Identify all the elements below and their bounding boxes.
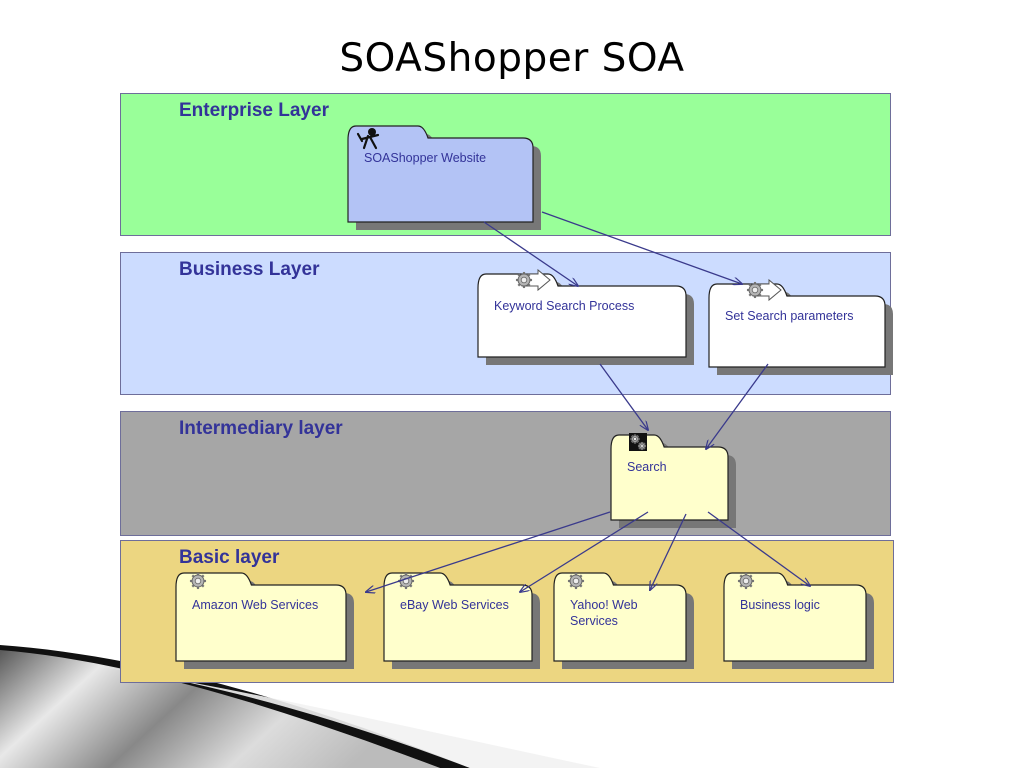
connector-arrow-2 (599, 363, 648, 430)
node-amazon-box (175, 572, 347, 662)
connector-arrow-7 (707, 511, 810, 586)
node-search-box (610, 434, 729, 521)
node-setparams-label-0: Set Search parameters (725, 309, 854, 323)
node-website-label-0: SOAShopper Website (364, 151, 486, 165)
connector-arrow-6 (650, 513, 687, 590)
node-setparams-box (708, 283, 886, 368)
node-bizlogic-gear-icon (737, 572, 755, 590)
node-ebay-gear-icon (397, 572, 415, 590)
node-setparams-gear-arrow-icon-gear (746, 281, 764, 299)
node-yahoo-gear-icon (567, 572, 585, 590)
node-yahoo-box (553, 572, 687, 662)
node-search: Search (610, 433, 736, 528)
node-search-label-0: Search (627, 460, 667, 474)
connector-arrow-5 (520, 511, 649, 592)
node-setparams: Set Search parameters (708, 278, 893, 375)
node-website: SOAShopper Website (347, 125, 541, 230)
node-setparams-gear-arrow-icon (746, 278, 782, 302)
connector-arrow-1 (541, 211, 742, 284)
connector-arrow-4 (366, 511, 611, 592)
node-keyword-box (477, 273, 687, 358)
enterprise-layer-label: Enterprise Layer (179, 100, 329, 121)
node-yahoo-label-1: Services (570, 614, 618, 628)
node-keyword-label-0: Keyword Search Process (494, 299, 634, 313)
node-bizlogic: Business logic (723, 572, 874, 669)
connector-arrow-3 (706, 363, 769, 449)
node-keyword-gear-arrow-icon-gear (515, 271, 533, 289)
node-ebay-label-0: eBay Web Services (400, 598, 509, 612)
basic-layer-label: Basic layer (179, 547, 280, 568)
node-keyword: Keyword Search Process (477, 268, 694, 365)
slide-title: SOAShopper SOA (339, 36, 685, 81)
node-yahoo-label-0: Yahoo! Web (570, 598, 638, 612)
node-ebay-box (383, 572, 533, 662)
node-keyword-gear-arrow-icon (515, 268, 551, 292)
node-ebay: eBay Web Services (383, 572, 540, 669)
node-bizlogic-label-0: Business logic (740, 598, 820, 612)
node-search-gears-icon-gear-1 (630, 434, 640, 444)
node-amazon-label-0: Amazon Web Services (192, 598, 318, 612)
node-amazon: Amazon Web Services (175, 572, 354, 669)
intermediary-layer: Intermediary layer (120, 411, 891, 536)
node-search-gears-icon (629, 433, 647, 451)
node-bizlogic-box (723, 572, 867, 662)
intermediary-layer-label: Intermediary layer (179, 418, 343, 439)
business-layer-label: Business Layer (179, 259, 320, 280)
node-search-gears-icon-gear-2 (637, 441, 647, 451)
node-website-box (347, 125, 534, 223)
node-website-actor-icon (356, 128, 380, 150)
connector-arrow-0 (483, 221, 578, 286)
node-amazon-gear-icon (189, 572, 207, 590)
